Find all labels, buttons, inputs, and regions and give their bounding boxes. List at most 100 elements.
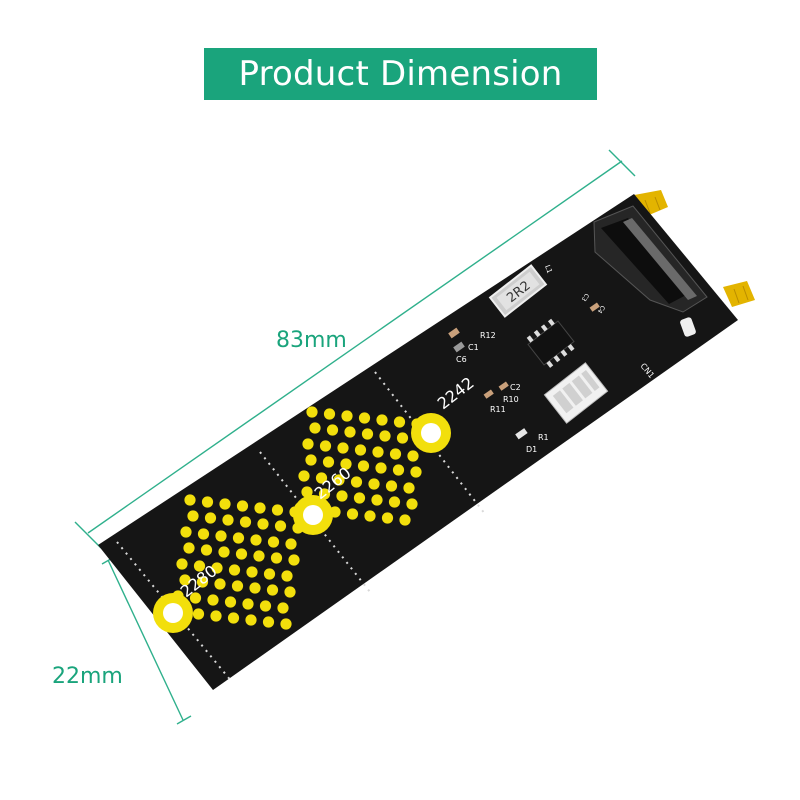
solder-pad xyxy=(306,406,318,418)
solder-pad xyxy=(183,542,195,554)
solder-pad xyxy=(231,580,244,592)
length-dimension xyxy=(74,149,636,549)
solder-pad xyxy=(267,536,280,548)
solder-pad xyxy=(242,598,254,610)
solder-pad xyxy=(372,446,384,458)
smd-components xyxy=(448,302,600,440)
solder-pad xyxy=(253,550,265,562)
solder-pad xyxy=(224,596,237,608)
solder-pad xyxy=(392,464,405,476)
solder-pad xyxy=(246,566,258,578)
solder-pad xyxy=(354,444,367,456)
solder-pad xyxy=(368,478,380,490)
solder-pad xyxy=(196,576,209,588)
solder-pad xyxy=(249,582,261,594)
solder-pad xyxy=(298,470,310,482)
solder-pad xyxy=(337,442,349,454)
solder-pad xyxy=(364,510,376,522)
solder-pad xyxy=(353,492,366,504)
solder-pad xyxy=(214,578,226,590)
solder-pad xyxy=(350,476,363,488)
solder-pad xyxy=(219,498,231,510)
label-r1: R1 xyxy=(538,433,549,442)
solder-pad xyxy=(189,592,202,604)
solder-pad xyxy=(211,562,223,574)
length-separators xyxy=(116,371,486,683)
solder-pad xyxy=(288,554,300,566)
solder-pad xyxy=(305,454,317,466)
solder-pad xyxy=(319,440,332,452)
solder-pad xyxy=(346,508,359,520)
inductor-2r2: 2R2 xyxy=(488,264,548,318)
solder-pad xyxy=(403,482,415,494)
solder-pad xyxy=(204,512,217,524)
solder-pad xyxy=(257,518,269,530)
solder-pad xyxy=(176,558,188,570)
label-r12: R12 xyxy=(480,331,496,340)
label-r10: R10 xyxy=(503,395,519,404)
solder-pad xyxy=(371,494,383,506)
product-dimension-banner: Product Dimension xyxy=(204,48,597,100)
solder-pad xyxy=(399,514,411,526)
solder-pad xyxy=(270,552,283,564)
solder-pad xyxy=(285,538,297,550)
solder-pad xyxy=(357,460,370,472)
solder-pad xyxy=(227,612,240,624)
label-r11: R11 xyxy=(490,405,506,414)
solder-pad xyxy=(277,602,289,614)
solder-pad xyxy=(393,416,406,428)
solder-pad xyxy=(266,584,279,596)
mounting-hole-2242 xyxy=(411,413,451,453)
solder-pad xyxy=(245,614,257,626)
solder-pad xyxy=(192,608,205,620)
solder-pad xyxy=(323,408,336,420)
solder-pad xyxy=(375,462,387,474)
solder-pad xyxy=(262,616,275,628)
solder-pad xyxy=(376,414,388,426)
solder-pad xyxy=(232,532,245,544)
solder-pad xyxy=(210,610,222,622)
solder-pad xyxy=(358,412,371,424)
length-label: 83mm xyxy=(276,328,347,353)
solder-pad xyxy=(215,530,227,542)
solder-pad xyxy=(410,466,422,478)
solder-pad xyxy=(250,534,262,546)
solder-pad xyxy=(193,560,206,572)
solder-pad xyxy=(239,516,252,528)
solder-pad xyxy=(309,422,321,434)
solder-pad xyxy=(340,458,352,470)
label-l1: L1 xyxy=(543,264,553,275)
solder-pad xyxy=(341,410,353,422)
label-c3: C3 xyxy=(580,292,590,303)
label-c4: C4 xyxy=(596,304,606,315)
solder-pad xyxy=(336,490,348,502)
width-label: 22mm xyxy=(52,664,123,689)
solder-pad xyxy=(396,432,409,444)
solder-pad xyxy=(274,520,287,532)
solder-pad xyxy=(187,510,199,522)
ic-chip xyxy=(526,318,575,368)
solder-pad xyxy=(379,430,391,442)
solder-pad xyxy=(200,544,213,556)
solder-pad xyxy=(280,618,292,630)
sata-connector xyxy=(593,205,708,337)
solder-pad xyxy=(284,586,296,598)
solder-pad xyxy=(381,512,394,524)
mounting-hole-2280 xyxy=(153,593,193,633)
label-c1: C1 xyxy=(468,343,479,352)
solder-pad xyxy=(302,438,314,450)
solder-pad xyxy=(326,424,339,436)
solder-pad xyxy=(197,528,210,540)
solder-pad xyxy=(235,548,248,560)
label-d1: D1 xyxy=(526,445,537,454)
solder-pad xyxy=(259,600,272,612)
label-c2: C2 xyxy=(510,383,521,392)
four-pin-connector xyxy=(543,362,609,424)
solder-pad xyxy=(184,494,196,506)
solder-pad xyxy=(407,450,419,462)
banner-title: Product Dimension xyxy=(238,54,563,94)
solder-pad xyxy=(236,500,249,512)
solder-pad xyxy=(322,456,335,468)
solder-pad xyxy=(361,428,374,440)
